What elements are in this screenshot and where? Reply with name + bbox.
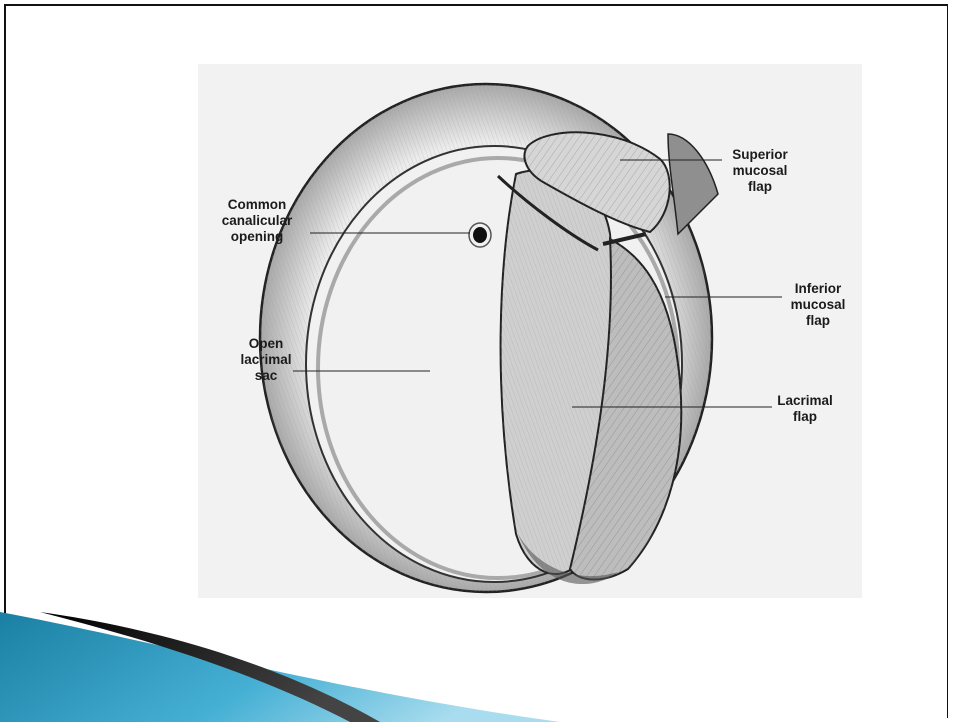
label-superior-mucosal-flap: Superior mucosal flap [724, 147, 796, 195]
label-common-canalicular-opening: Common canalicular opening [208, 197, 306, 245]
common-canalicular-opening [473, 227, 487, 243]
label-lacrimal-flap: Lacrimal flap [770, 393, 840, 425]
label-inferior-mucosal-flap: Inferior mucosal flap [780, 281, 856, 329]
dcr-flap-illustration [198, 64, 862, 598]
illustration-svg [198, 64, 862, 598]
label-open-lacrimal-sac: Open lacrimal sac [236, 336, 296, 384]
